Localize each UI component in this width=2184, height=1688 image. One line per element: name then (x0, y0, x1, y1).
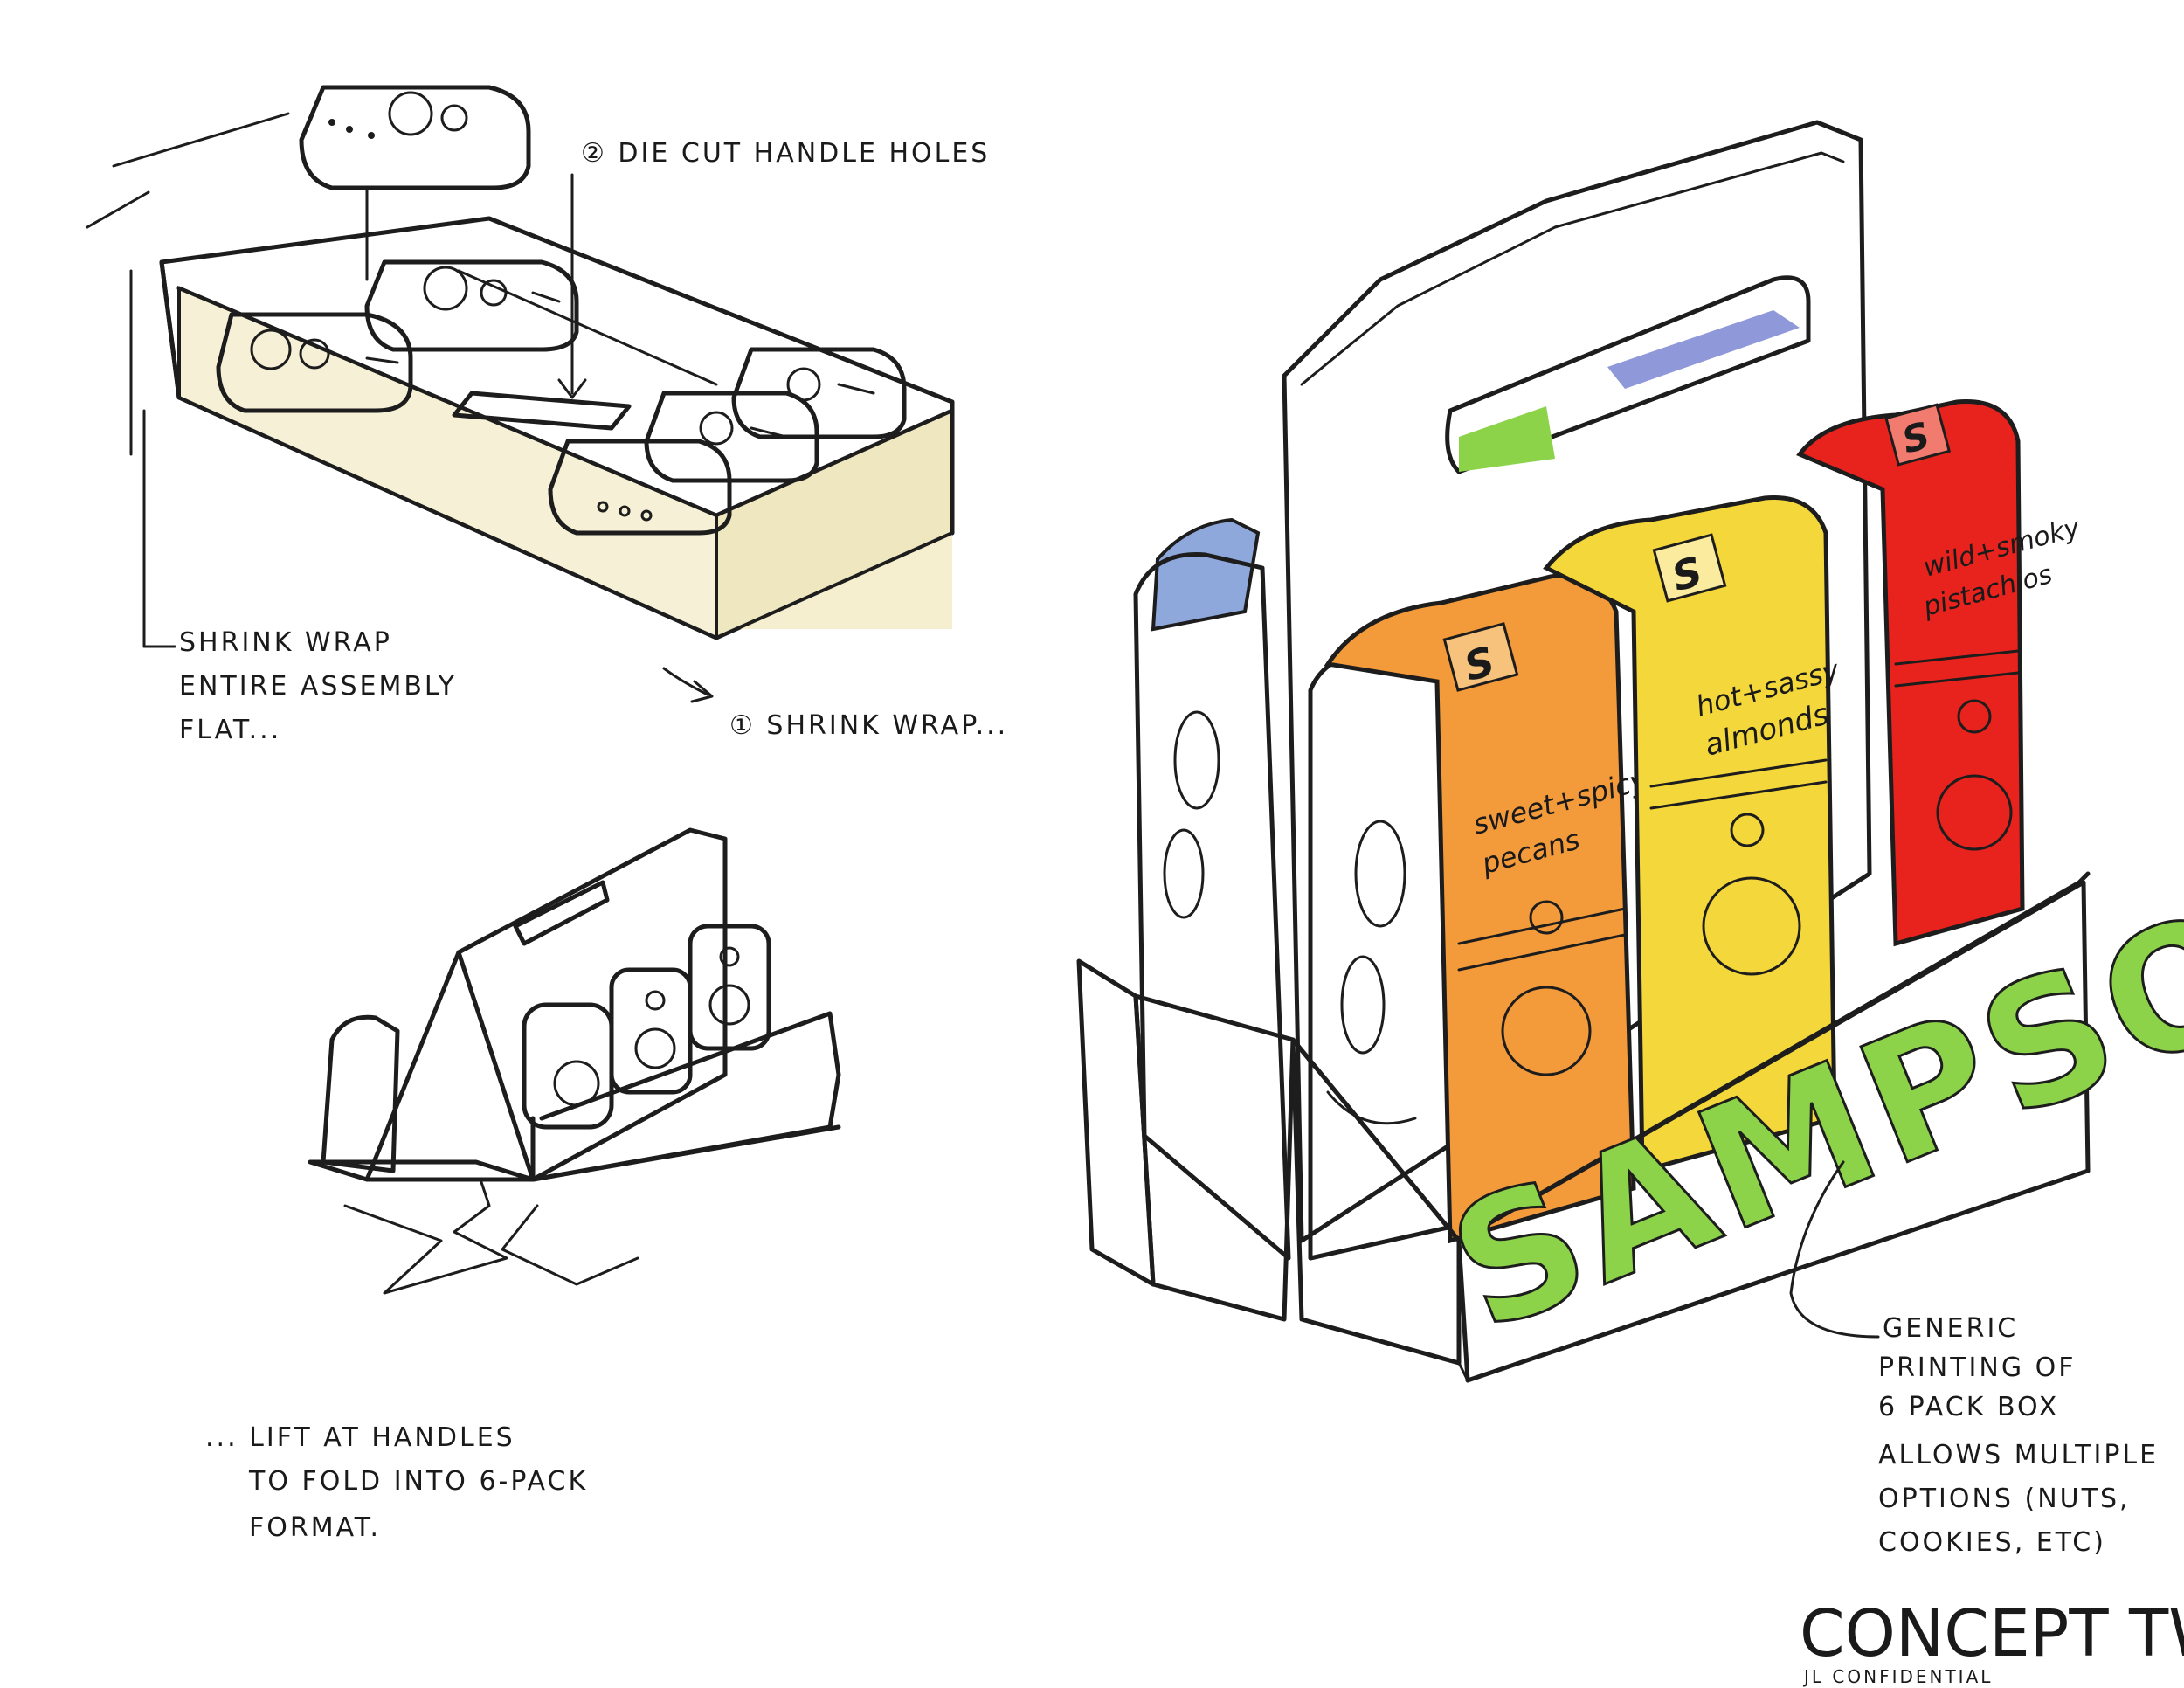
flat-assembly-sketch (86, 85, 955, 703)
shrink-wrap-step-note: ① SHRINK WRAP... (729, 710, 1008, 741)
shrink-wrap-note-2: ENTIRE ASSEMBLY (179, 671, 457, 702)
tin-flat-5 (731, 347, 907, 439)
tin-lifted (299, 85, 531, 281)
generic-note-2: PRINTING OF (1878, 1352, 2077, 1383)
tin-flat-1 (216, 312, 413, 413)
concept-title: CONCEPT TWO (1800, 1596, 2184, 1671)
almonds-tin: S hot+sassy almonds (1543, 495, 1843, 1174)
tin-flat-2 (364, 259, 579, 352)
lift-note-2: TO FOLD INTO 6-PACK (248, 1466, 588, 1497)
lift-note-3: FORMAT. (249, 1512, 381, 1543)
generic-note-4: ALLOWS MULTIPLE (1878, 1440, 2159, 1470)
generic-note-1: GENERIC (1883, 1313, 2018, 1344)
pecan-tin-back (1133, 552, 1291, 1261)
pistachios-tin: S wild+smoky pistachios (1796, 399, 2084, 947)
die-cut-note: ② DIE CUT HANDLE HOLES (581, 138, 990, 169)
tin-flat-3 (548, 439, 732, 536)
folding-sketch (308, 827, 841, 1295)
mini-tins (522, 924, 771, 1130)
generic-note-6: COOKIES, etc) (1878, 1527, 2106, 1558)
shrink-wrap-note-3: FLAT... (179, 715, 281, 745)
generic-note-3: 6 PACK BOX (1878, 1392, 2059, 1422)
lift-note-1: ... LIFT AT HANDLES (205, 1422, 515, 1453)
confidential-note: JL CONFIDENTIAL (1802, 1666, 1993, 1687)
shrink-wrap-note-1: SHRINK WRAP (179, 627, 392, 658)
handle-cutout (1445, 275, 1811, 474)
pecans-tin: S sweet+spicy pecans (1324, 572, 1651, 1244)
six-pack-carrier: S sweet+spicy pecans S hot+sassy almonds (1076, 120, 2184, 1383)
generic-note-5: OPTIONS (NUTS, (1878, 1484, 2131, 1514)
